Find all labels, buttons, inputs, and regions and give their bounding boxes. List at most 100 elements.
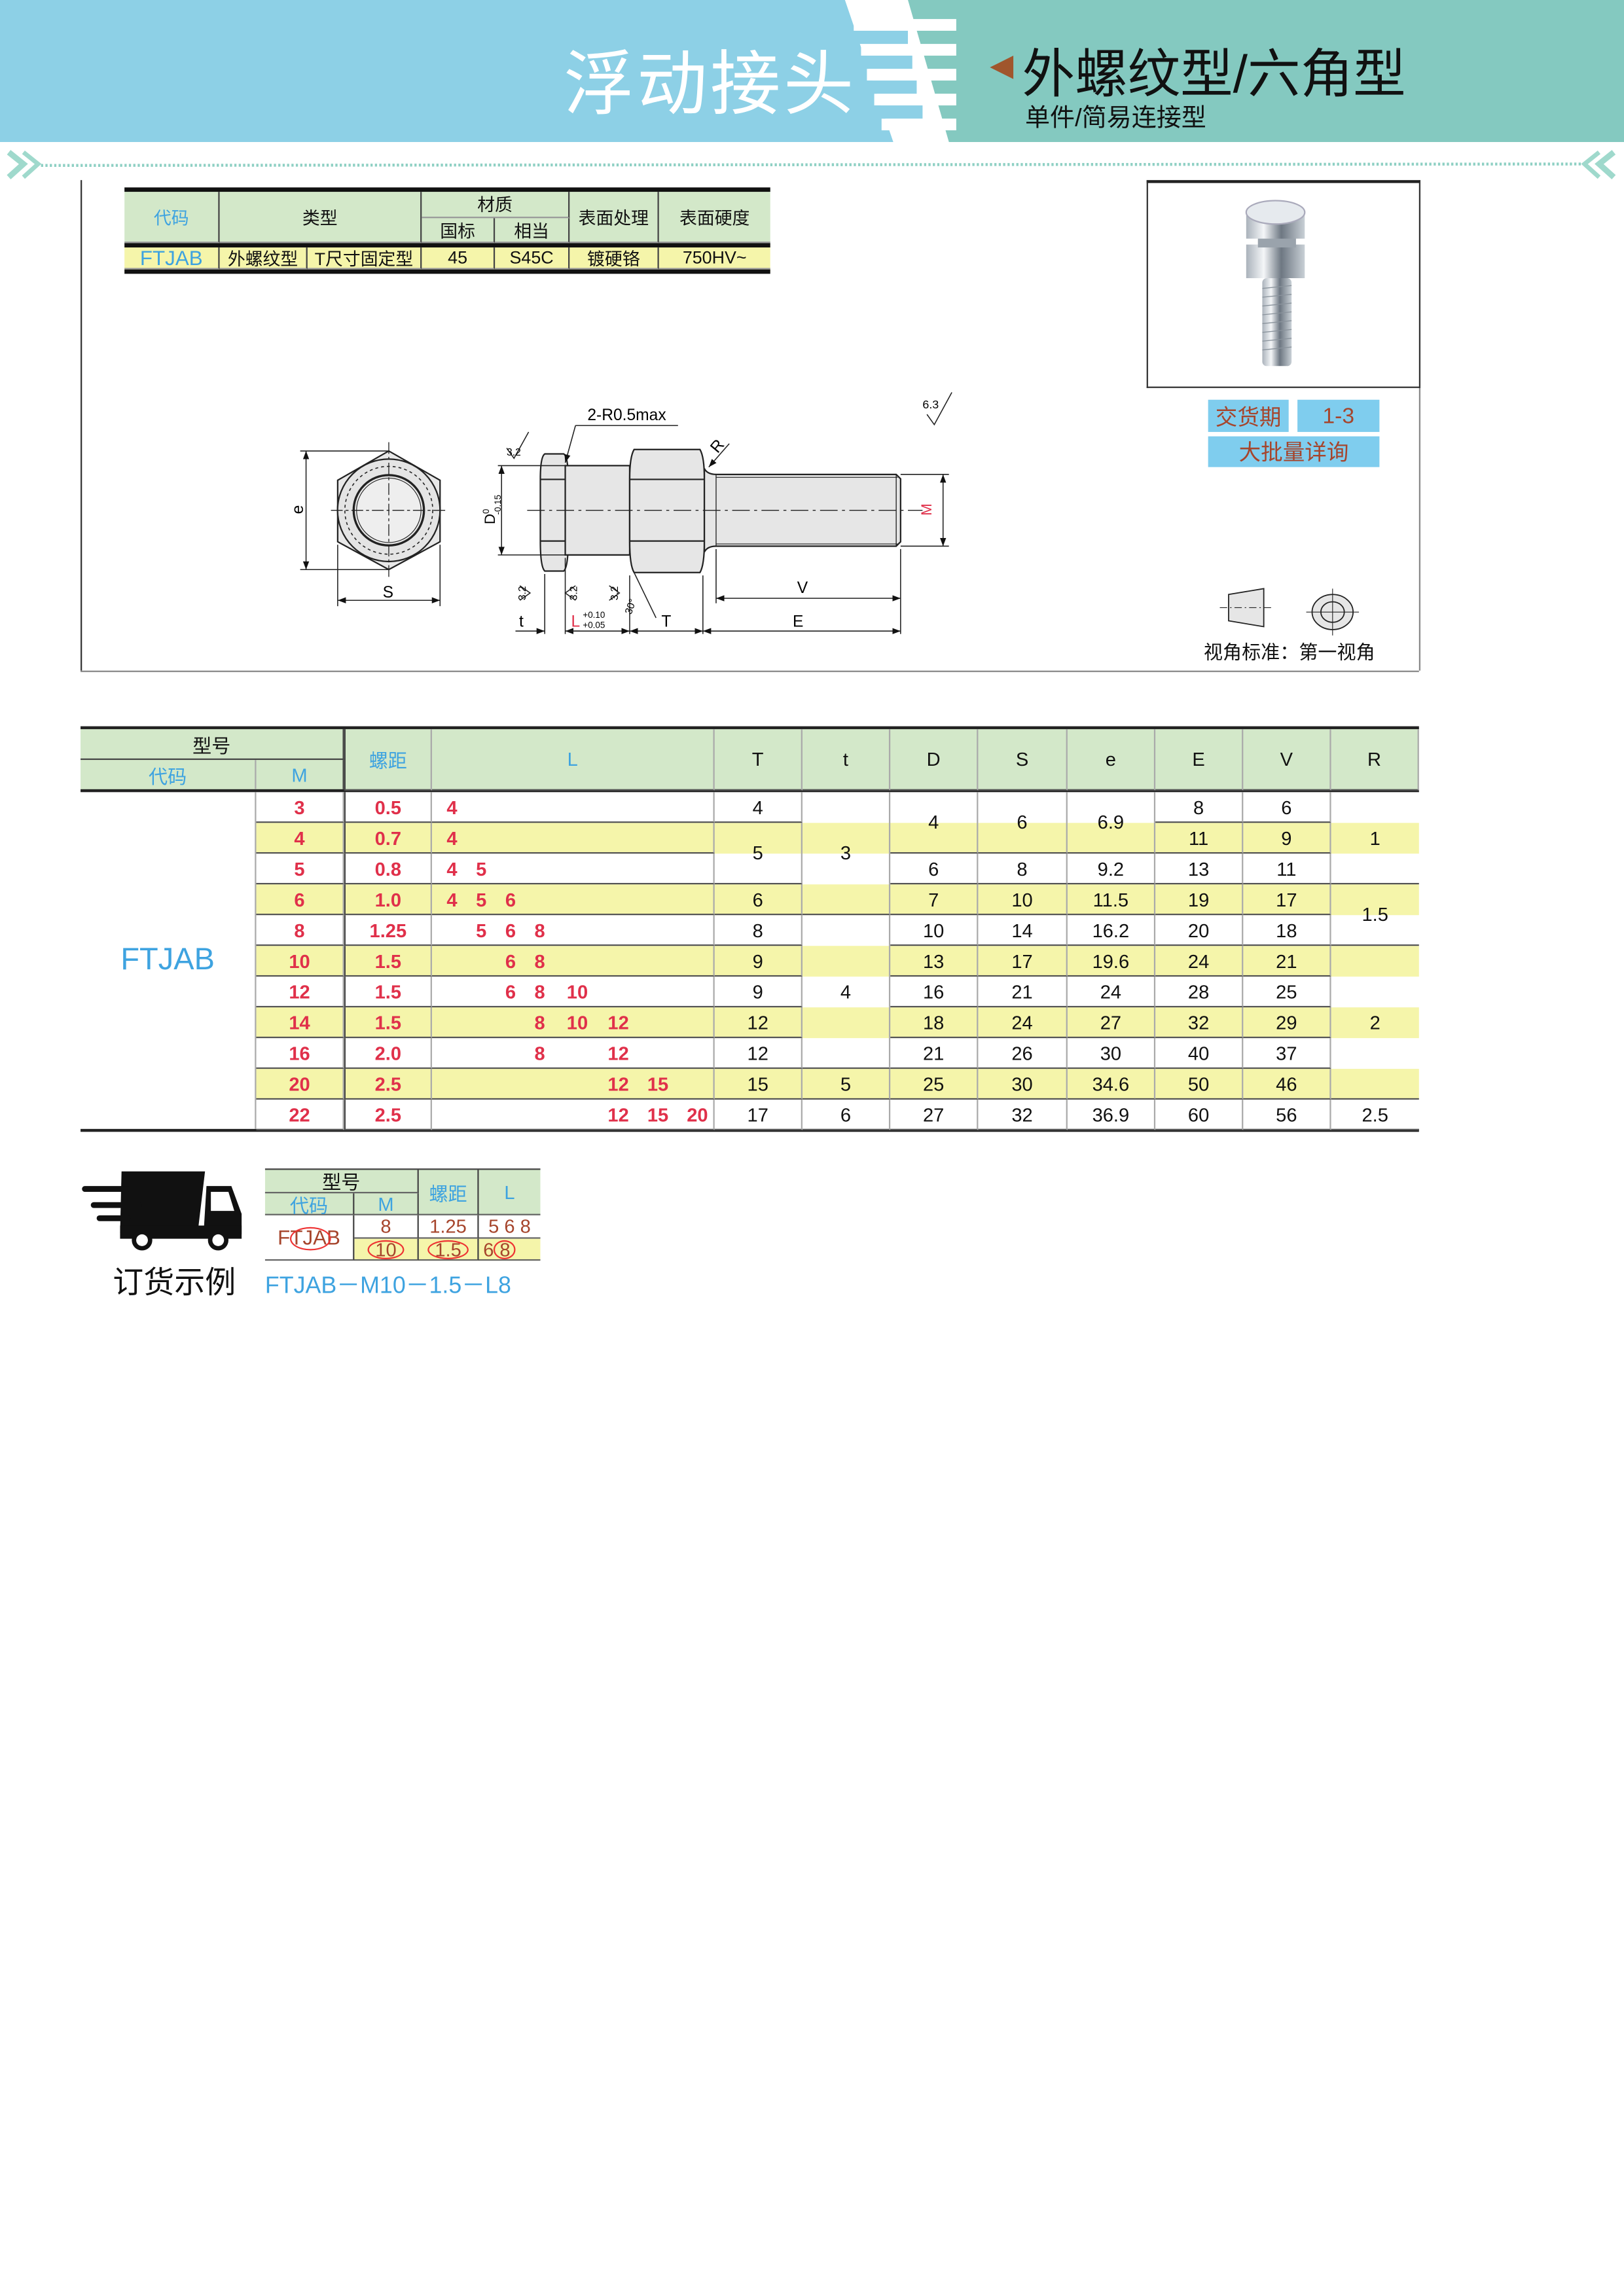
cell-r: 1 xyxy=(1331,792,1419,885)
cell-v: 37 xyxy=(1243,1038,1331,1069)
cell-pitch: 0.5 xyxy=(344,792,432,823)
roughness-mark-T: 3.2 xyxy=(609,586,621,600)
cell-t: 5 xyxy=(714,823,803,885)
cell-v: 29 xyxy=(1243,1007,1331,1039)
cell-t: 6 xyxy=(802,1100,891,1131)
table-row-stripe xyxy=(256,946,1419,977)
cell-t: 8 xyxy=(714,915,803,946)
cell-l-options: 4 xyxy=(431,823,715,854)
l-option: 8 xyxy=(534,1041,545,1064)
l-option: 6 xyxy=(505,980,516,1003)
dim-l-tol-upper: +0.10 xyxy=(583,610,605,620)
side-view xyxy=(527,448,923,573)
cell-t: 15 xyxy=(714,1069,803,1100)
cell-pitch: 1.0 xyxy=(344,884,432,916)
cell-d: 16 xyxy=(890,977,979,1008)
cell-e: 50 xyxy=(1155,1069,1244,1100)
cell-pitch: 0.7 xyxy=(344,823,432,854)
cell-v: 21 xyxy=(1243,946,1331,977)
cell-m: 6 xyxy=(256,884,344,916)
cell-s: 8 xyxy=(978,853,1068,885)
cell-t: 9 xyxy=(714,946,803,977)
cell-v: 46 xyxy=(1243,1069,1331,1100)
roughness-mark-t: 3.2 xyxy=(517,586,528,600)
cell-e: 16.2 xyxy=(1067,915,1156,946)
cell-e: 24 xyxy=(1155,946,1244,977)
cell-v: 6 xyxy=(1243,792,1331,823)
cell-e: 34.6 xyxy=(1067,1069,1156,1100)
cell-v: 17 xyxy=(1243,884,1331,916)
triangle-marker-icon xyxy=(990,56,1014,79)
l-option: 6 xyxy=(505,949,516,972)
header-s: S xyxy=(978,729,1068,791)
l-option: 5 xyxy=(476,918,487,941)
cell-m: 3 xyxy=(256,792,344,823)
cell-s: 24 xyxy=(978,1007,1068,1039)
order-header-model: 型号 xyxy=(264,1170,419,1194)
spec-header-surface: 表面处理 xyxy=(569,192,659,243)
cell-m: 5 xyxy=(256,853,344,885)
spec-header-hardness: 表面硬度 xyxy=(659,192,770,243)
category-title: 浮动接头 xyxy=(564,46,857,125)
order-header-pitch: 螺距 xyxy=(418,1170,479,1215)
spec-hardness: 750HV~ xyxy=(659,247,770,270)
header-m: M xyxy=(257,760,344,789)
dim-d-label: D0-0.15 xyxy=(481,495,503,524)
cell-t: 4 xyxy=(714,792,803,823)
dim-l-tol-lower: +0.05 xyxy=(583,620,605,630)
cell-d: 18 xyxy=(890,1007,979,1039)
cell-e: 28 xyxy=(1155,977,1244,1008)
dim-e-label: e xyxy=(289,505,307,514)
product-subtitle: 单件/简易连接型 xyxy=(1025,103,1206,132)
cell-r: 2.5 xyxy=(1331,1100,1419,1131)
product-photo xyxy=(1146,180,1421,388)
cell-d: 10 xyxy=(890,915,979,946)
order-row1-pitch: 1.25 xyxy=(418,1215,479,1239)
cell-v: 11 xyxy=(1243,853,1331,885)
header-t: T xyxy=(714,729,803,791)
cell-s: 17 xyxy=(978,946,1068,977)
header-e: e xyxy=(1067,729,1156,791)
cell-t: 4 xyxy=(802,915,891,1069)
cell-m: 16 xyxy=(256,1038,344,1069)
cell-m: 14 xyxy=(256,1007,344,1039)
cell-m: 10 xyxy=(256,946,344,977)
cell-l-options: 4 xyxy=(431,792,715,823)
selection-circle-icon xyxy=(289,1227,331,1251)
cell-pitch: 2.5 xyxy=(344,1069,432,1100)
cell-s: 10 xyxy=(978,884,1068,916)
order-example-title: 订货示例 xyxy=(113,1266,236,1300)
roughness-mark: 3.2 xyxy=(507,447,521,458)
cell-t: 12 xyxy=(714,1007,803,1039)
order-row2-pitch: 1.5 xyxy=(418,1238,479,1261)
cell-v: 9 xyxy=(1243,823,1331,854)
spec-surface: 镀硬铬 xyxy=(569,247,659,270)
header-l: L xyxy=(431,729,715,791)
cell-d: 25 xyxy=(890,1069,979,1100)
header-t: t xyxy=(802,729,891,791)
l-option: 12 xyxy=(607,1011,629,1033)
cell-t: 12 xyxy=(714,1038,803,1069)
l-option: 20 xyxy=(687,1103,708,1126)
order-row2-m: 10 xyxy=(354,1238,419,1261)
spec-header-code: 代码 xyxy=(124,192,220,243)
l-option: 12 xyxy=(607,1103,629,1126)
dim-m-label: M xyxy=(918,503,935,516)
dim-t-label: T xyxy=(661,613,671,631)
cell-m: 4 xyxy=(256,823,344,854)
bulk-inquiry[interactable]: 大批量详询 xyxy=(1208,436,1380,467)
box-left-border xyxy=(81,180,82,671)
cell-e: 9.2 xyxy=(1067,853,1156,885)
l-option: 8 xyxy=(534,949,545,972)
cell-e: 27 xyxy=(1067,1007,1156,1039)
cell-t: 5 xyxy=(802,1069,891,1100)
cell-e: 24 xyxy=(1067,977,1156,1008)
header-r: R xyxy=(1331,729,1419,791)
dim-small-t-label: t xyxy=(519,613,524,631)
cell-s: 14 xyxy=(978,915,1068,946)
